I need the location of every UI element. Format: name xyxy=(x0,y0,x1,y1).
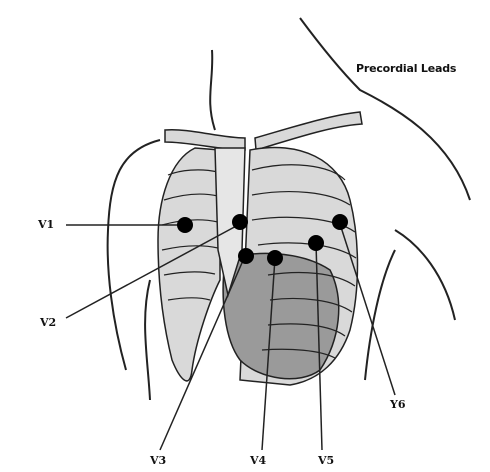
electrode-v6 xyxy=(332,214,348,230)
electrode-v5 xyxy=(308,235,324,251)
shoulder-left-outline xyxy=(108,140,160,370)
lead-label-v3: V3 xyxy=(150,454,166,467)
diagram-title: Precordial Leads xyxy=(356,62,456,75)
torso-left-outline xyxy=(145,280,150,400)
lead-label-v1: V1 xyxy=(38,218,54,231)
rib-cage-left xyxy=(158,148,220,381)
neck-left-outline xyxy=(210,50,215,130)
lead-label-v4: V4 xyxy=(250,454,266,467)
heart-region xyxy=(223,253,339,378)
lead-label-v6: Y6 xyxy=(390,398,406,411)
electrode-v2 xyxy=(232,214,248,230)
electrode-v3 xyxy=(238,248,254,264)
lead-label-v2: V2 xyxy=(40,316,56,329)
clavicle-left xyxy=(165,130,245,150)
clavicle-right xyxy=(255,112,362,150)
electrode-v1 xyxy=(177,217,193,233)
lead-label-v5: V5 xyxy=(318,454,334,467)
arm-right-outline xyxy=(395,230,455,320)
electrode-v4 xyxy=(267,250,283,266)
